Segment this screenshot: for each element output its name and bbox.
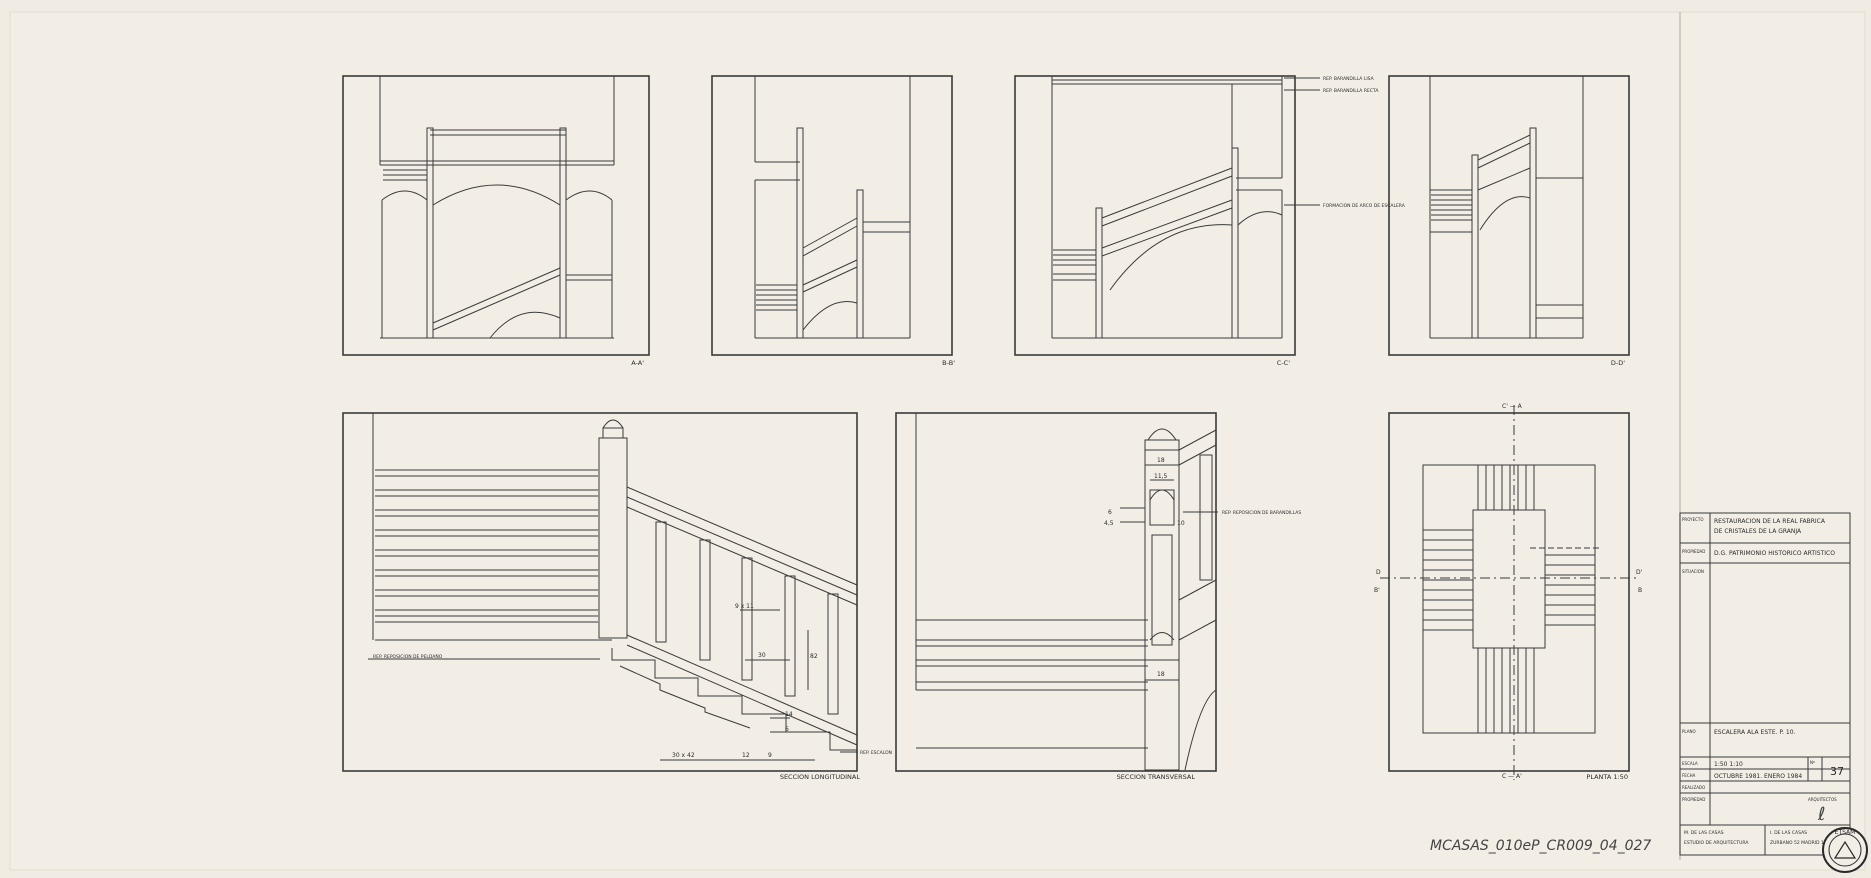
note-rep-barandillas: REP. REPOSICION DE BARANDILLAS — [1222, 510, 1301, 516]
label-dd: D-D' — [1611, 359, 1625, 367]
tb-estudio: ESTUDIO DE ARQUITECTURA — [1684, 840, 1749, 846]
tb-plano-label: PLANO — [1682, 729, 1696, 734]
tb-arq2: I. DE LAS CASAS — [1770, 830, 1807, 836]
section-transversal: 18 11,5 6 4,5 10 18 REP. REPOSICION DE B… — [895, 412, 1301, 781]
dim-balaustre: 9 x 11 — [735, 603, 754, 610]
archive-stamp: ETSAM — [1822, 827, 1868, 873]
tb-arq1: M. DE LAS CASAS — [1684, 830, 1724, 836]
label-transversal: SECCION TRANSVERSAL — [1117, 773, 1196, 781]
plan-mark-d-left: D — [1376, 569, 1381, 576]
plan-mark-b-right: B — [1638, 587, 1642, 594]
label-bb: B-B' — [942, 359, 955, 367]
tb-propiedad2-label: PROPIEDAD — [1682, 797, 1705, 802]
tb-plano-value: ESCALERA ALA ESTE. P. 10. — [1714, 729, 1796, 736]
dim-t-cuello: 11,5 — [1154, 473, 1168, 480]
tb-realizado-label: REALIZADO — [1682, 785, 1705, 790]
dim-peldano: 30 x 42 — [672, 752, 695, 759]
archive-code: MCASAS_010eP_CR009_04_027 — [1430, 838, 1651, 854]
tb-fecha-label: FECHA — [1682, 773, 1696, 778]
section-cc: REP. BARANDILLA LISA REP. BARANDILLA REC… — [1014, 75, 1406, 367]
stamp-text: ETSAM — [1835, 829, 1856, 836]
tb-propiedad-label: PROPIEDAD — [1682, 549, 1705, 554]
tb-fecha-value: OCTUBRE 1981. ENERO 1984 — [1714, 773, 1802, 780]
tb-escala-label: ESCALA — [1682, 761, 1698, 766]
note-formacion-arco: FORMACION DE ARCO DE ESCALERA — [1323, 203, 1406, 209]
dim-espesor: 6 — [785, 726, 789, 733]
note-escalon: REP. ESCALON — [860, 750, 892, 756]
dim-vuelo: 12 — [742, 752, 750, 759]
dim-nariz: 9 — [768, 752, 772, 759]
dim-contrahuella: 14 — [785, 711, 793, 718]
note-baranda-baja: REP. BARANDILLA RECTA — [1323, 88, 1379, 94]
title-block: PROYECTO RESTAURACION DE LA REAL FABRICA… — [1679, 512, 1851, 856]
tb-proyecto-label: PROYECTO — [1682, 517, 1703, 522]
tb-situacion-label: SITUACION — [1682, 569, 1704, 574]
dim-paso: 30 — [758, 652, 766, 659]
tb-numero-value: 37 — [1830, 765, 1844, 778]
tb-propiedad-value: D.G. PATRIMONIO HISTORICO ARTISTICO — [1714, 550, 1835, 557]
section-dd: D-D' — [1388, 75, 1630, 367]
tb-direccion: ZURBANO 52 MADRID 10 — [1770, 840, 1827, 846]
plan-mark-c-top: C' — A — [1502, 403, 1523, 410]
dim-altura-baranda: 82 — [810, 653, 818, 660]
plan-mark-b-left: B' — [1374, 587, 1380, 594]
section-longitudinal: 9 x 11 30 82 14 6 30 x 42 12 9 REP. REPO… — [342, 412, 892, 781]
label-plan: PLANTA 1:50 — [1586, 773, 1628, 781]
tb-proyecto-line2: DE CRISTALES DE LA GRANJA — [1714, 528, 1802, 535]
label-longitudinal: SECCION LONGITUDINAL — [780, 773, 861, 781]
section-bb: B-B' — [711, 75, 955, 367]
section-aa: A-A' — [342, 75, 650, 367]
plan-mark-c-bottom: C — A' — [1502, 773, 1522, 780]
dim-t-c: 10 — [1177, 520, 1185, 527]
note-baranda-alta: REP. BARANDILLA LISA — [1323, 76, 1375, 82]
plan-view: C' — A C — A' D B' D' B PLANTA 1:50 — [1374, 403, 1643, 781]
label-cc: C-C' — [1277, 359, 1290, 367]
dim-t-ancho: 18 — [1157, 457, 1165, 464]
dim-t-a: 6 — [1108, 509, 1112, 516]
note-rep-peldano: REP. REPOSICION DE PELDAÑO — [373, 653, 443, 660]
dim-t-b: 4,5 — [1104, 520, 1114, 527]
tb-numero-label: Nº — [1810, 760, 1815, 765]
tb-escala-value: 1:50 1:10 — [1714, 761, 1743, 768]
label-aa: A-A' — [631, 359, 644, 367]
tb-proyecto-line1: RESTAURACION DE LA REAL FABRICA — [1714, 518, 1826, 525]
plan-mark-d-right: D' — [1636, 569, 1643, 576]
architect-signature: ℓ — [1817, 804, 1825, 825]
tb-arquitectos-label: ARQUITECTOS — [1808, 797, 1837, 802]
dim-t-base: 18 — [1157, 671, 1165, 678]
